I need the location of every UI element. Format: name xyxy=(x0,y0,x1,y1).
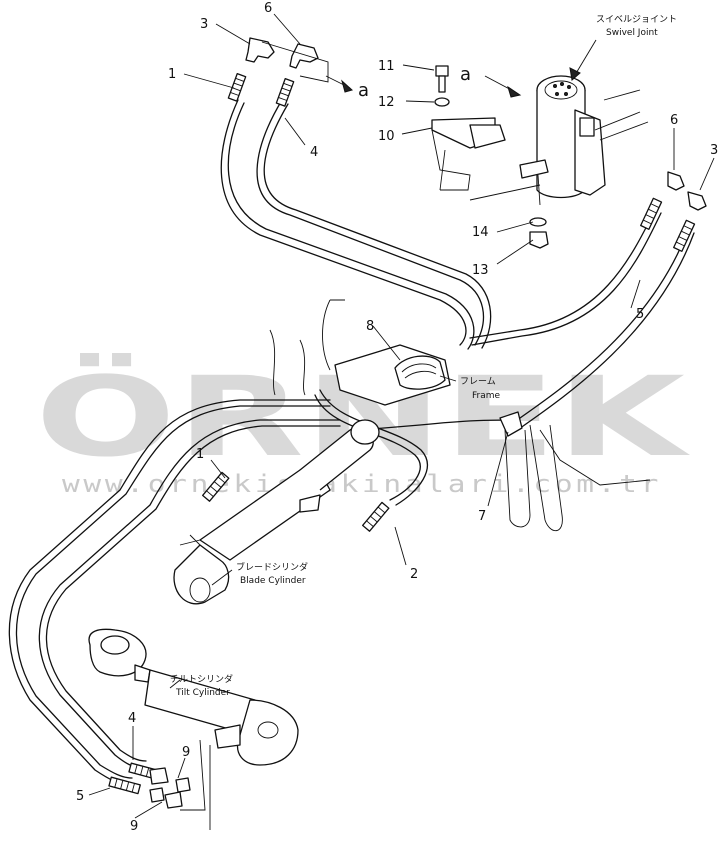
callout-1-top: 1 xyxy=(168,67,176,82)
callout-13: 13 xyxy=(472,263,489,278)
bolt-11 xyxy=(435,65,449,77)
washer-14 xyxy=(529,217,547,227)
swivel-joint xyxy=(469,75,649,206)
captions: スイベルジョイント Swivel Joint フレーム Frame ブレードシリ… xyxy=(170,15,677,698)
hose-long-outer-b xyxy=(15,405,331,779)
hoses xyxy=(8,99,695,786)
hose-5-right xyxy=(469,209,656,339)
fitting-5-right xyxy=(640,197,663,230)
callout-3-right: 3 xyxy=(710,143,718,158)
fitting-1-blade xyxy=(202,471,230,502)
callout-9-upper: 9 xyxy=(182,745,190,760)
tilt-cylinder xyxy=(88,628,299,830)
callout-9-lower: 9 xyxy=(130,819,138,834)
caption-tilt-cylinder-jp: チルトシリンダ xyxy=(170,673,233,685)
hose-1-upper-b xyxy=(227,102,475,350)
callout-11: 11 xyxy=(378,59,395,74)
caption-blade-cylinder-en: Blade Cylinder xyxy=(240,576,306,586)
caption-tilt-cylinder-en: Tilt Cylinder xyxy=(175,688,230,698)
callout-2: 2 xyxy=(410,567,418,582)
bracket-a-top xyxy=(261,41,329,83)
caption-blade-cylinder-jp: ブレードシリンダ xyxy=(236,561,308,573)
view-marker-a-right: a xyxy=(460,64,471,85)
caption-frame-en: Frame xyxy=(472,391,501,401)
hose-2-b xyxy=(319,389,428,506)
blade-cylinder xyxy=(173,419,380,605)
callout-1-blade: 1 xyxy=(196,447,204,462)
bracket-10 xyxy=(431,117,506,191)
caption-swivel-joint-jp: スイベルジョイント xyxy=(596,15,677,25)
hose-4-upper-b xyxy=(263,103,492,349)
callout-6-right: 6 xyxy=(670,113,678,128)
callout-3-top: 3 xyxy=(200,17,208,32)
callout-12: 12 xyxy=(378,95,395,110)
watermark-url: www.ornekismakinalari.com.tr xyxy=(62,470,662,498)
fittings-9 xyxy=(149,767,191,809)
hose-5-right-b xyxy=(471,212,662,346)
fitting-5-tilt xyxy=(108,776,141,795)
frame-supports xyxy=(499,411,651,532)
hose-long-inner-b xyxy=(45,425,341,762)
leader-lines xyxy=(88,13,715,819)
callout-6-top: 6 xyxy=(264,1,272,16)
hardware xyxy=(434,65,549,249)
elbow-3-top xyxy=(245,37,275,63)
fitting-3-right xyxy=(673,219,696,252)
elbow-fittings xyxy=(245,37,707,211)
callout-5-tilt: 5 xyxy=(76,789,84,804)
callout-4-tilt: 4 xyxy=(128,711,136,726)
view-marker-a-left: a xyxy=(358,80,369,101)
callout-10: 10 xyxy=(378,129,395,144)
clamp-8 xyxy=(394,355,446,390)
caption-frame-jp: フレーム xyxy=(460,376,496,387)
washer-12 xyxy=(434,97,450,107)
fitting-1-top xyxy=(227,72,247,102)
fitting-4-top xyxy=(275,77,295,107)
callout-5-right: 5 xyxy=(636,307,644,322)
callouts: 3 6 1 4 a a 11 12 10 6 3 14 13 5 8 1 7 2… xyxy=(76,1,718,834)
elbow-6-top xyxy=(289,43,319,69)
caption-swivel-joint-en: Swivel Joint xyxy=(606,28,658,38)
hose-long-inner xyxy=(38,419,341,769)
hose-2 xyxy=(314,394,421,501)
hose-long-outer xyxy=(8,399,331,786)
hose-right-tilt-b xyxy=(515,232,695,432)
callout-4-top: 4 xyxy=(310,145,318,160)
callout-14: 14 xyxy=(472,225,489,240)
hose-4-upper xyxy=(256,99,485,346)
fitting-7 xyxy=(499,411,523,437)
fitting-9-a xyxy=(149,767,169,785)
hose-1-upper xyxy=(220,99,467,346)
elbow-6-right xyxy=(667,171,685,191)
callout-8: 8 xyxy=(366,319,374,334)
hose-right-tilt xyxy=(509,229,689,426)
fitting-9-b xyxy=(164,791,183,809)
callout-7: 7 xyxy=(478,509,486,524)
frame xyxy=(269,299,451,406)
elbow-3-right xyxy=(687,191,707,211)
fitting-2-blade xyxy=(362,501,390,532)
